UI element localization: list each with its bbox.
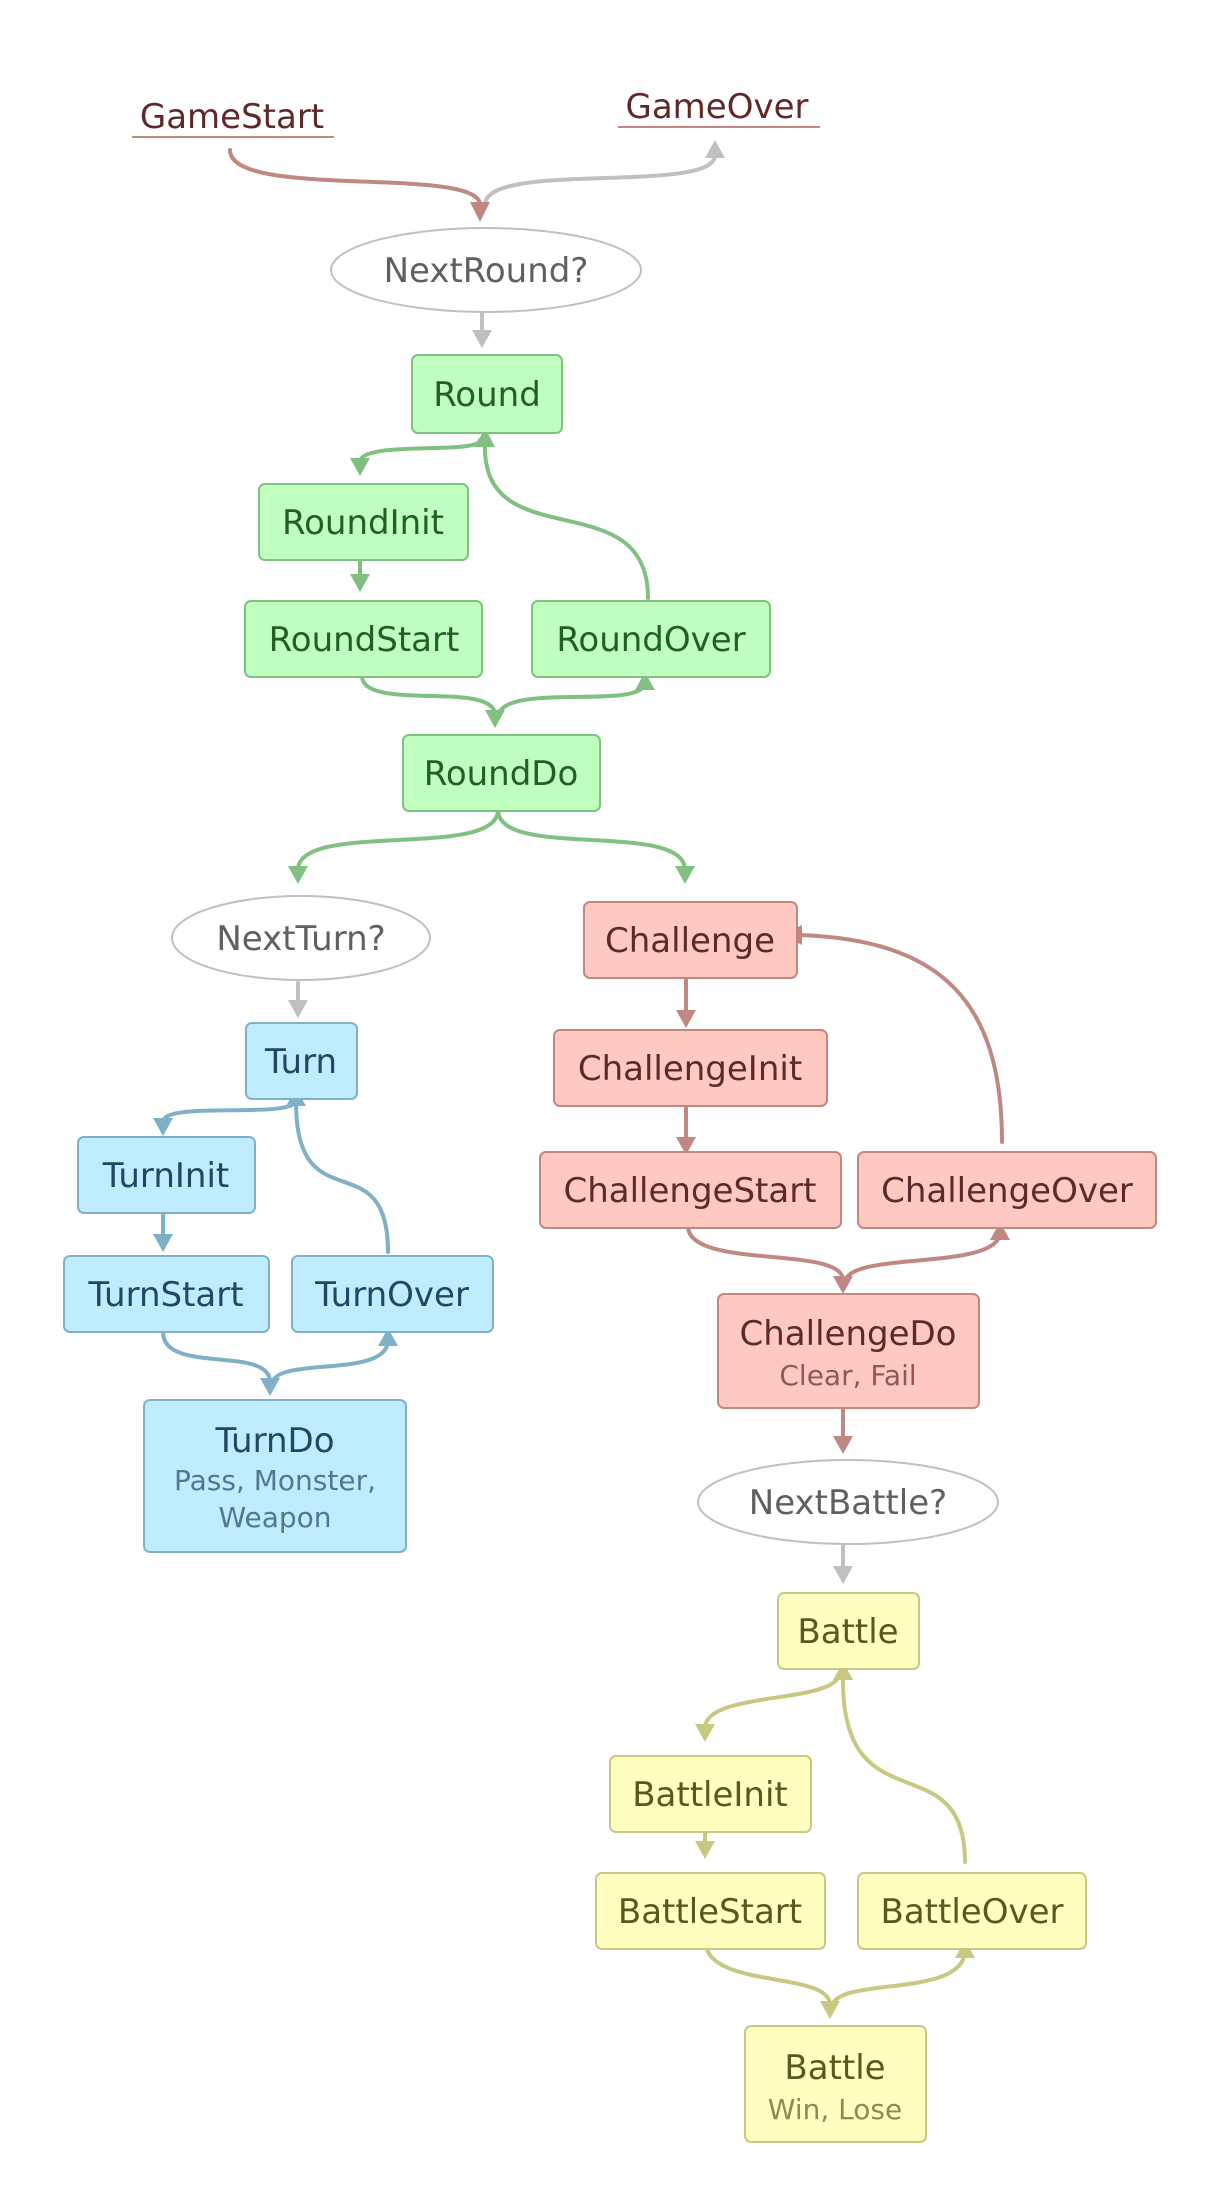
edge-challengestart-challengedo <box>686 1224 845 1282</box>
edge-rounddo-roundover <box>496 680 647 720</box>
terminal-gameover: GameOver <box>618 87 820 128</box>
edge-challengedo-challengeover <box>843 1230 1002 1285</box>
edge-gamestart-nextround <box>228 148 482 207</box>
node-turninit: TurnInit <box>77 1136 256 1214</box>
arrow-head <box>350 458 370 476</box>
node-battleinit-label: BattleInit <box>632 1775 788 1815</box>
terminal-gamestart: GameStart <box>132 97 334 138</box>
arrow-head <box>288 866 308 884</box>
edge-battle-battleinit <box>703 1670 842 1730</box>
node-roundover-label: RoundOver <box>556 620 745 660</box>
node-challengeover: ChallengeOver <box>857 1151 1157 1229</box>
node-challengestart: ChallengeStart <box>539 1151 842 1229</box>
node-roundinit: RoundInit <box>258 483 469 561</box>
arrow-head <box>705 140 725 158</box>
arrow-head <box>833 1436 853 1454</box>
edge-turndo-turnover <box>270 1338 390 1387</box>
arrow-head <box>470 202 490 222</box>
node-turndo-sub1: Pass, Monster, <box>174 1464 376 1497</box>
arrow-head <box>350 574 370 592</box>
arrow-head <box>676 1010 696 1028</box>
decision-nextbattle: NextBattle? <box>697 1459 999 1545</box>
arrow-head <box>472 330 492 348</box>
node-battlestart: BattleStart <box>595 1872 826 1950</box>
arrow-head <box>153 1118 173 1136</box>
edge-turnstart-turndo <box>161 1330 272 1384</box>
edge-rounddo-nextturn <box>296 808 500 872</box>
node-roundstart: RoundStart <box>244 600 483 678</box>
arrow-head <box>475 428 495 447</box>
node-rounddo-label: RoundDo <box>424 754 579 794</box>
node-battle: Battle <box>777 1592 920 1670</box>
edge-challengeover-challenge <box>798 933 1004 1144</box>
edge-roundover-round <box>482 440 650 600</box>
decision-nextround-label: NextRound? <box>384 251 589 291</box>
node-turn: Turn <box>245 1022 358 1100</box>
node-challenge: Challenge <box>583 901 798 979</box>
node-battledo-sub: Win, Lose <box>768 2093 902 2126</box>
decision-nextbattle-label: NextBattle? <box>749 1483 947 1523</box>
node-battledo: Battle Win, Lose <box>744 2025 927 2143</box>
arrow-head <box>695 1724 715 1742</box>
arrow-head <box>260 1378 280 1396</box>
arrow-head <box>675 866 695 884</box>
arrow-head <box>833 1662 853 1680</box>
node-turn-label: Turn <box>264 1042 337 1082</box>
edge-nextround-gameover <box>483 153 717 207</box>
node-challengedo-label: ChallengeDo <box>740 1314 957 1354</box>
node-challengedo: ChallengeDo Clear, Fail <box>717 1293 980 1409</box>
node-challengestart-label: ChallengeStart <box>563 1171 816 1211</box>
node-turndo-label: TurnDo <box>214 1421 334 1461</box>
node-turndo: TurnDo Pass, Monster, Weapon <box>143 1399 407 1553</box>
node-turninit-label: TurnInit <box>102 1156 229 1196</box>
node-challengedo-sub: Clear, Fail <box>779 1359 916 1392</box>
edge-battledo-battleover <box>830 1948 967 2010</box>
edge-battlestart-battledo <box>703 1938 832 2007</box>
arrow-head <box>676 1137 696 1155</box>
node-battleinit: BattleInit <box>609 1755 812 1833</box>
arrow-head <box>820 2001 840 2019</box>
node-turnstart: TurnStart <box>63 1255 270 1333</box>
node-rounddo: RoundDo <box>402 734 601 812</box>
arrow-head <box>485 710 505 728</box>
node-round-label: Round <box>433 375 541 415</box>
edge-turnover-turn <box>294 1100 390 1254</box>
node-turnover-label: TurnOver <box>314 1275 469 1315</box>
node-battle-label: Battle <box>797 1612 898 1652</box>
arrow-head <box>833 1566 853 1584</box>
edge-round-roundinit <box>358 438 482 464</box>
terminal-gameover-label: GameOver <box>626 87 809 127</box>
node-roundinit-label: RoundInit <box>282 503 444 543</box>
node-battleover-label: BattleOver <box>881 1892 1064 1932</box>
node-challengeover-label: ChallengeOver <box>881 1171 1133 1211</box>
decision-nextturn: NextTurn? <box>171 895 431 981</box>
arrow-head <box>990 1222 1010 1240</box>
node-roundstart-label: RoundStart <box>269 620 460 660</box>
node-challengeinit: ChallengeInit <box>553 1029 828 1107</box>
node-turndo-sub2: Weapon <box>218 1501 331 1534</box>
edge-turn-turninit <box>161 1098 298 1124</box>
node-challenge-label: Challenge <box>605 921 775 961</box>
edge-rounddo-challenge <box>496 808 687 872</box>
terminal-gamestart-label: GameStart <box>140 97 324 137</box>
node-battledo-label: Battle <box>784 2048 885 2088</box>
arrow-head <box>378 1328 398 1346</box>
decision-nextturn-label: NextTurn? <box>216 919 385 959</box>
node-battlestart-label: BattleStart <box>618 1892 802 1932</box>
arrow-head <box>153 1234 173 1252</box>
edge-roundstart-rounddo <box>360 674 497 717</box>
arrow-head <box>695 1841 715 1859</box>
decision-nextround: NextRound? <box>330 227 642 313</box>
node-turnstart-label: TurnStart <box>87 1275 243 1315</box>
node-round: Round <box>411 354 563 434</box>
node-challengeinit-label: ChallengeInit <box>578 1049 802 1089</box>
arrow-head <box>288 1000 308 1018</box>
node-battleover: BattleOver <box>857 1872 1087 1950</box>
edge-battleover-battle <box>840 1673 967 1864</box>
arrow-head <box>833 1276 853 1294</box>
node-turnover: TurnOver <box>291 1255 494 1333</box>
arrow-head <box>635 672 655 690</box>
node-roundover: RoundOver <box>531 600 771 678</box>
